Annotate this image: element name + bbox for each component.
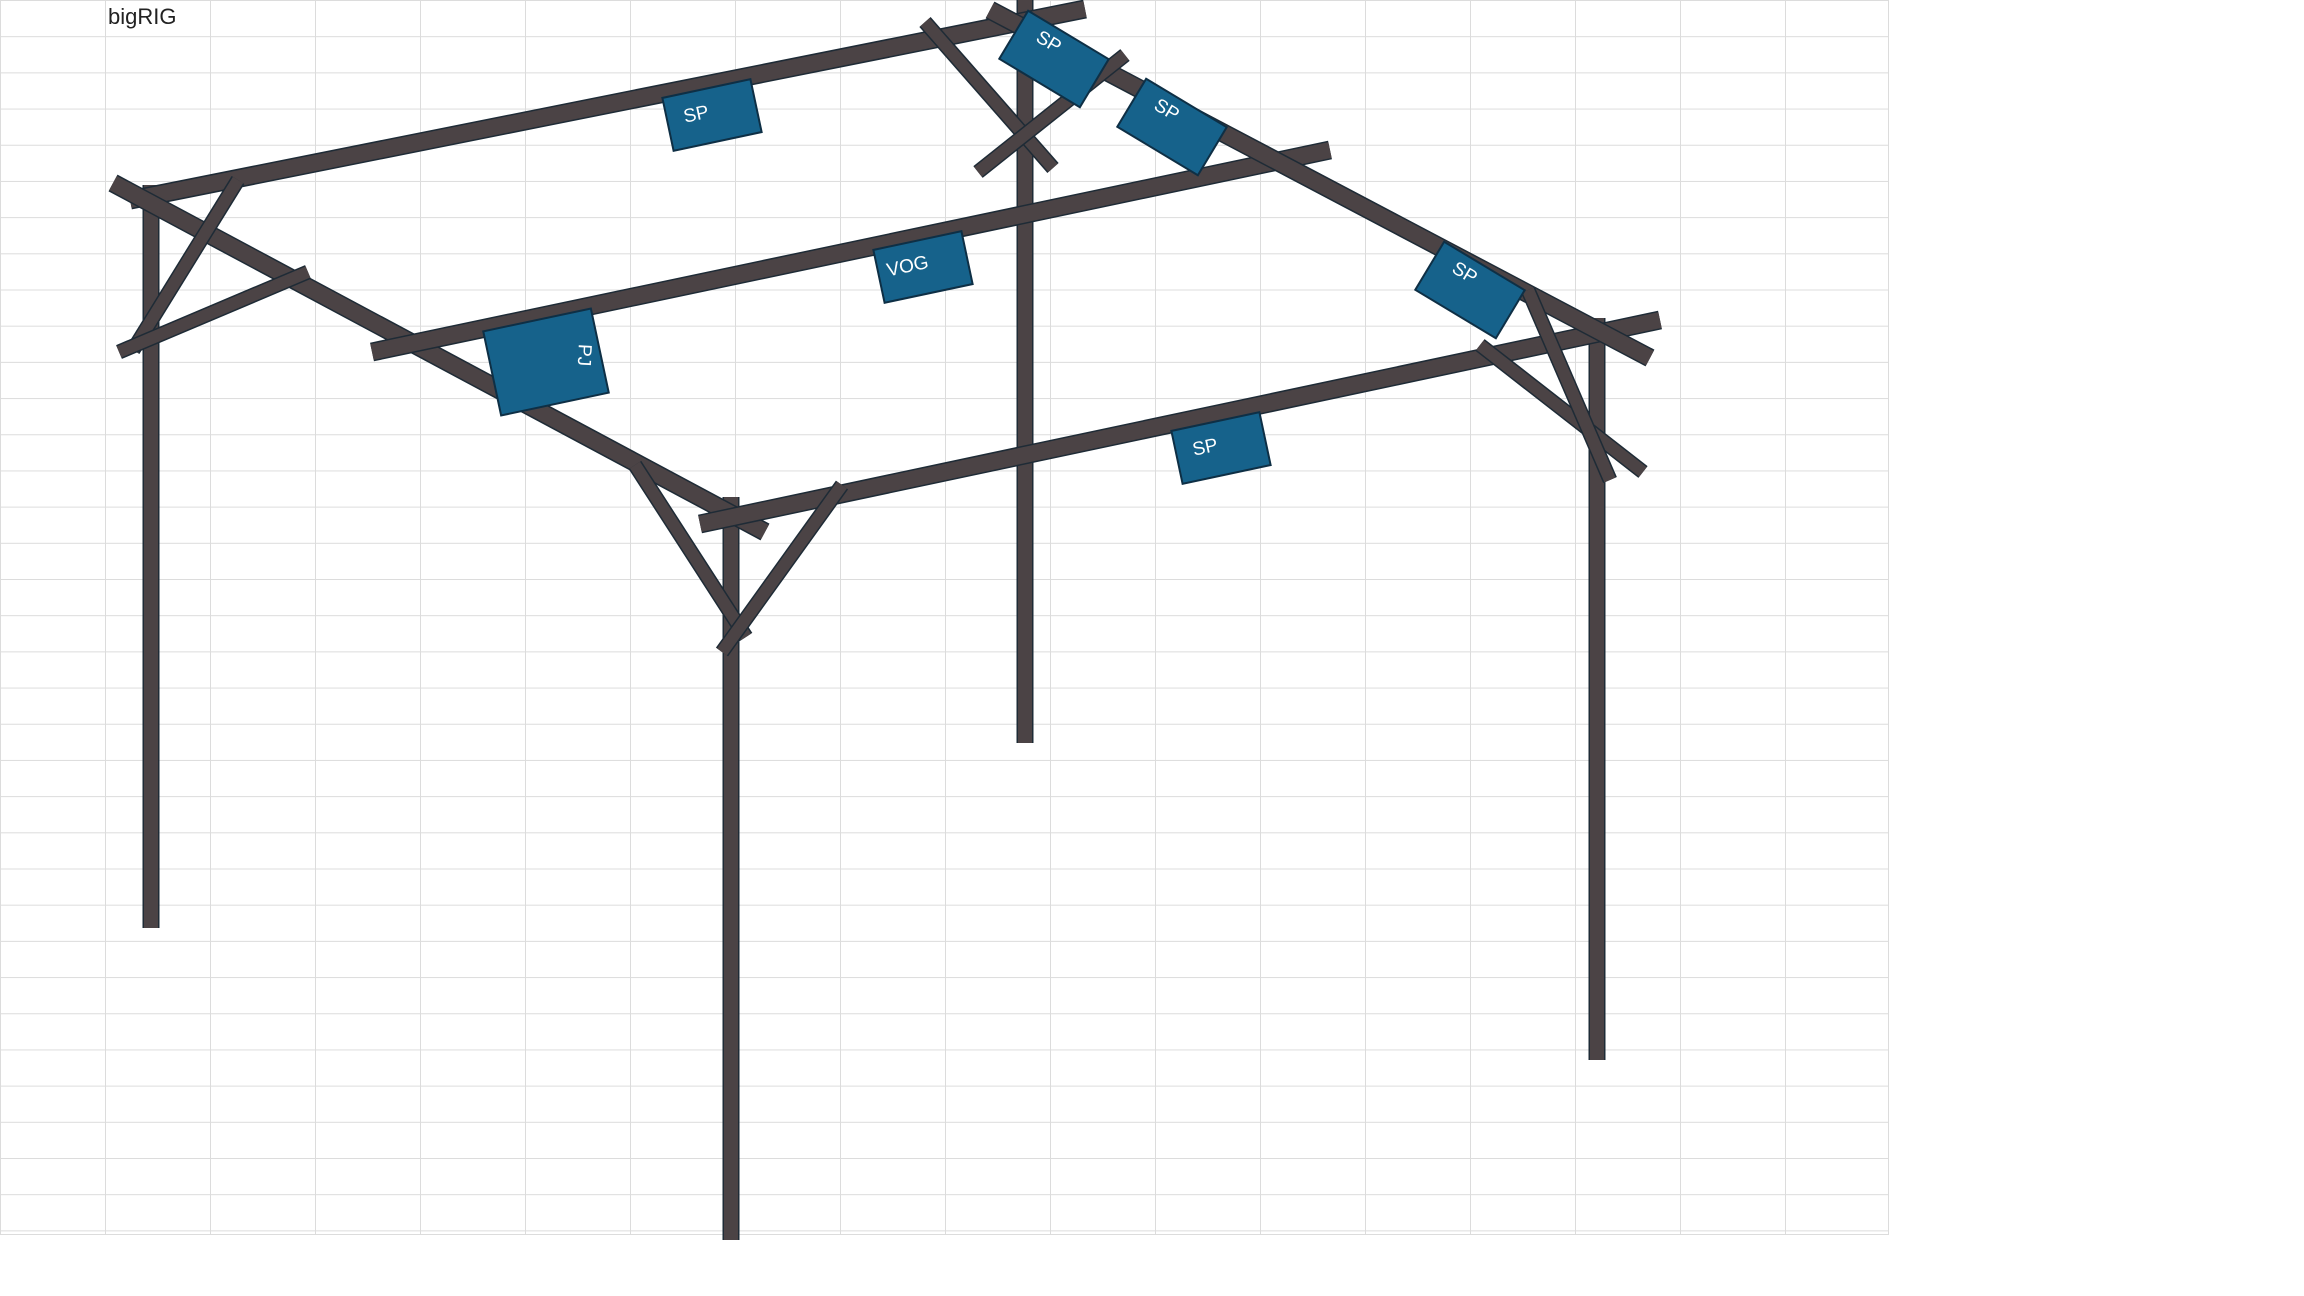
beam-back-top	[128, 1, 1087, 208]
brace-left-2	[116, 266, 311, 358]
brace-right-1	[1476, 340, 1647, 477]
fixture-body	[1115, 77, 1229, 177]
fixture-pj-left[interactable]: PJ	[482, 307, 610, 417]
fixture-body	[661, 78, 763, 152]
fixture-label: SP	[682, 102, 711, 128]
fixture-sp-top-1[interactable]: SP	[997, 9, 1111, 109]
fixture-vog-center[interactable]: VOG	[872, 230, 974, 304]
brace-center-2	[717, 481, 847, 656]
fixture-sp-top-2[interactable]: SP	[1115, 77, 1229, 177]
fixture-body	[1413, 240, 1527, 340]
fixture-sp-front-right[interactable]: SP	[1170, 411, 1272, 485]
fixture-label: PJ	[573, 343, 595, 366]
beam-middle	[370, 142, 1332, 360]
brace-center-1	[629, 461, 752, 641]
fixture-body	[1170, 411, 1272, 485]
fixture-sp-front-left[interactable]: SP	[661, 78, 763, 152]
fixture-body	[872, 230, 974, 304]
truss-structure	[108, 0, 1662, 1240]
fixture-label: SP	[1191, 435, 1220, 461]
fixture-group: SP SP SP VOG SP PJ SP	[482, 9, 1527, 485]
brace-top-1	[920, 18, 1058, 172]
brace-right-2	[1522, 287, 1616, 483]
fixture-body	[482, 307, 610, 417]
fixture-sp-right[interactable]: SP	[1413, 240, 1527, 340]
beam-left-diagonal	[109, 175, 769, 540]
brace-left-1	[127, 176, 244, 354]
spreadsheet-grid	[0, 0, 1889, 1235]
sheet-title: bigRIG	[108, 4, 177, 29]
fixture-body	[997, 9, 1111, 109]
